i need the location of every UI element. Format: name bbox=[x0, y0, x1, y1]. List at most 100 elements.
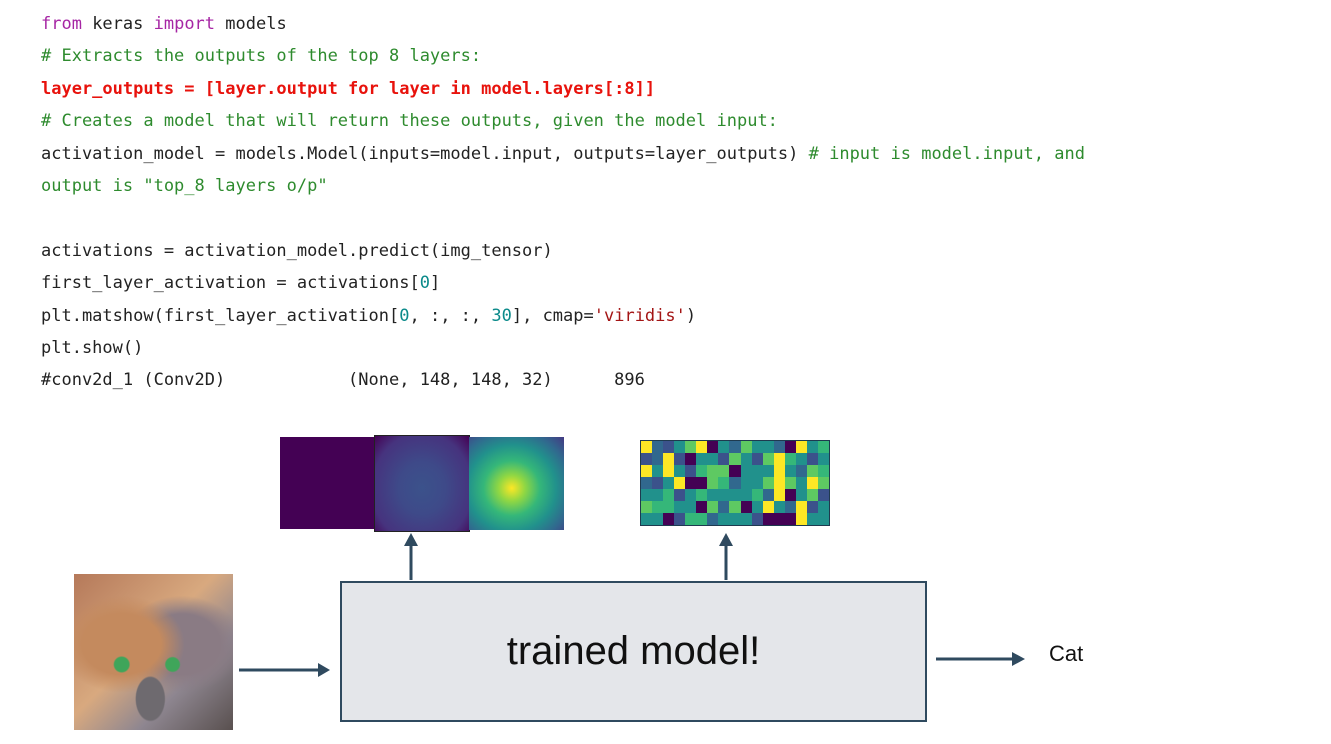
heatmap-cell bbox=[685, 489, 697, 501]
heatmap-cell bbox=[663, 513, 675, 525]
heatmap-cell bbox=[674, 489, 686, 501]
heatmap-cell bbox=[740, 489, 752, 501]
heatmap-cell bbox=[718, 501, 730, 513]
heatmap-cell bbox=[718, 513, 730, 525]
heatmap-cell bbox=[696, 489, 708, 501]
heatmap-cell bbox=[795, 441, 807, 453]
feature-arrow-right bbox=[719, 533, 733, 580]
heatmap-cell bbox=[729, 453, 741, 465]
heatmap-cell bbox=[817, 513, 829, 525]
heatmap-cell bbox=[685, 441, 697, 453]
heatmap-cell bbox=[652, 501, 664, 513]
heatmap-cell bbox=[696, 501, 708, 513]
heatmap-cell bbox=[806, 441, 818, 453]
heatmap-cell bbox=[652, 513, 664, 525]
feature-arrow-left bbox=[404, 533, 418, 580]
heatmap-cell bbox=[795, 489, 807, 501]
heatmap-cell bbox=[707, 513, 719, 525]
code-line-predict: activations = activation_model.predict(i… bbox=[41, 240, 553, 261]
heatmap-cell bbox=[641, 501, 653, 513]
heatmap-cell bbox=[663, 465, 675, 477]
code-line-layer-outputs: layer_outputs = [layer.output for layer … bbox=[41, 78, 656, 99]
heatmap-cell bbox=[806, 453, 818, 465]
heatmap-cell bbox=[707, 441, 719, 453]
heatmap-cell bbox=[685, 453, 697, 465]
pixelated-heatmap bbox=[640, 440, 830, 526]
heatmap-cell bbox=[729, 513, 741, 525]
heatmap-cell bbox=[784, 477, 796, 489]
heatmap-cell bbox=[707, 465, 719, 477]
heatmap-cell bbox=[817, 489, 829, 501]
heatmap-cell bbox=[652, 441, 664, 453]
cat-photo bbox=[74, 574, 233, 730]
heatmap-cell bbox=[751, 489, 763, 501]
output-label: Cat bbox=[1049, 641, 1084, 666]
heatmap-cell bbox=[795, 453, 807, 465]
code-line-activation-model: activation_model = models.Model(inputs=m… bbox=[41, 143, 1085, 164]
heatmap-cell bbox=[707, 489, 719, 501]
heatmap-cell bbox=[751, 501, 763, 513]
code-block: from keras import models # Extracts the … bbox=[41, 8, 1085, 397]
heatmap-cell bbox=[652, 465, 664, 477]
heatmap-cell bbox=[740, 453, 752, 465]
heatmap-cell bbox=[641, 489, 653, 501]
heatmap-cell bbox=[685, 513, 697, 525]
code-line-first-activation: first_layer_activation = activations[0] bbox=[41, 273, 441, 294]
heatmap-cell bbox=[762, 501, 774, 513]
heatmap-cell bbox=[707, 477, 719, 489]
code-line-show: plt.show() bbox=[41, 337, 144, 358]
heatmap-cell bbox=[751, 441, 763, 453]
heatmap-cell bbox=[718, 477, 730, 489]
heatmap-cell bbox=[729, 489, 741, 501]
heatmap-cell bbox=[696, 513, 708, 525]
input-arrow bbox=[239, 663, 330, 677]
heatmap-cell bbox=[674, 501, 686, 513]
heatmap-cell bbox=[762, 489, 774, 501]
heatmap-cell bbox=[784, 453, 796, 465]
heatmap-cell bbox=[696, 453, 708, 465]
heatmap-cell bbox=[674, 465, 686, 477]
heatmap-cell bbox=[773, 489, 785, 501]
heatmap-cell bbox=[751, 453, 763, 465]
heatmap-cell bbox=[641, 513, 653, 525]
heatmap-cell bbox=[762, 465, 774, 477]
heatmap-cell bbox=[784, 441, 796, 453]
heatmap-cell bbox=[685, 477, 697, 489]
heatmap-cell bbox=[817, 453, 829, 465]
heatmap-cell bbox=[806, 489, 818, 501]
heatmap-cell bbox=[762, 453, 774, 465]
heatmap-cell bbox=[751, 465, 763, 477]
code-line-layer-summary: #conv2d_1 (Conv2D) (None, 148, 148, 32) … bbox=[41, 370, 645, 391]
heatmap-cell bbox=[652, 453, 664, 465]
heatmap-cell bbox=[696, 441, 708, 453]
code-comment-extract: # Extracts the outputs of the top 8 laye… bbox=[41, 46, 482, 67]
heatmap-cell bbox=[762, 441, 774, 453]
dark-activation-map bbox=[280, 437, 374, 529]
heatmap-cell bbox=[773, 477, 785, 489]
heatmap-cell bbox=[641, 465, 653, 477]
heatmap-cell bbox=[729, 477, 741, 489]
heatmap-cell bbox=[740, 465, 752, 477]
trained-model-label: trained model! bbox=[506, 629, 761, 673]
heatmap-cell bbox=[773, 465, 785, 477]
heatmap-cell bbox=[652, 489, 664, 501]
heatmap-cell bbox=[685, 465, 697, 477]
heatmap-cell bbox=[817, 477, 829, 489]
heatmap-cell bbox=[751, 513, 763, 525]
heatmap-cell bbox=[740, 441, 752, 453]
viridis-cat-activation-map bbox=[469, 437, 564, 530]
heatmap-cell bbox=[817, 441, 829, 453]
heatmap-cell bbox=[795, 465, 807, 477]
heatmap-cell bbox=[773, 441, 785, 453]
heatmap-cell bbox=[795, 513, 807, 525]
heatmap-cell bbox=[784, 513, 796, 525]
heatmap-cell bbox=[729, 465, 741, 477]
heatmap-cell bbox=[663, 501, 675, 513]
heatmap-cell bbox=[806, 513, 818, 525]
heatmap-cell bbox=[685, 501, 697, 513]
heatmap-cell bbox=[817, 465, 829, 477]
output-arrow bbox=[936, 652, 1025, 666]
heatmap-cell bbox=[663, 441, 675, 453]
heatmap-cell bbox=[784, 465, 796, 477]
